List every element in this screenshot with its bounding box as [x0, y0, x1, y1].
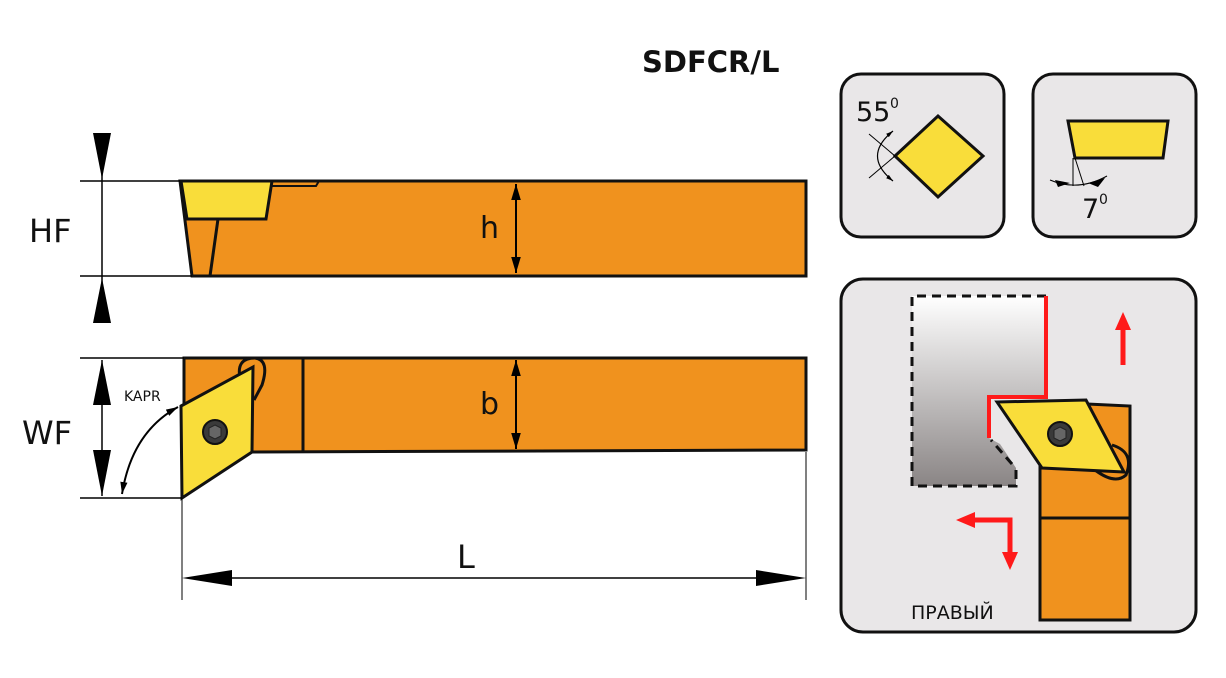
insert-angle-degree: 0 — [890, 96, 899, 112]
kapr-angle-arrow — [120, 406, 179, 495]
insert-side — [179, 179, 274, 221]
workpiece-outline — [910, 294, 1046, 488]
h-label: h — [480, 211, 499, 246]
l-label: L — [457, 538, 475, 576]
hand-label: ПРАВЫЙ — [911, 601, 994, 624]
wf-dimension — [80, 357, 184, 499]
kapr-label: KAPR — [124, 389, 161, 405]
product-code-title: SDFCR/L — [642, 45, 779, 79]
insert-profile-icon — [1066, 119, 1170, 160]
hf-label: HF — [29, 212, 71, 250]
insert-angle-value: 55 — [856, 97, 890, 128]
insert-shape-panel — [839, 72, 1006, 239]
wf-label: WF — [22, 414, 72, 452]
b-label: b — [480, 387, 499, 422]
machined-surface — [987, 296, 1048, 438]
clearance-angle-degree: 0 — [1099, 192, 1108, 208]
holder-side-view — [178, 179, 808, 278]
clearance-angle-panel — [1031, 72, 1198, 239]
clearance-angle-value: 7 — [1082, 194, 1099, 225]
operation-panel — [839, 277, 1198, 634]
rhombic-insert-icon — [892, 113, 986, 200]
holder-top-view — [179, 356, 808, 501]
feed-arrow-left-down — [956, 512, 1018, 570]
l-dimension — [181, 452, 807, 600]
hf-dimension — [80, 133, 192, 323]
feed-arrow-up — [1115, 312, 1131, 365]
